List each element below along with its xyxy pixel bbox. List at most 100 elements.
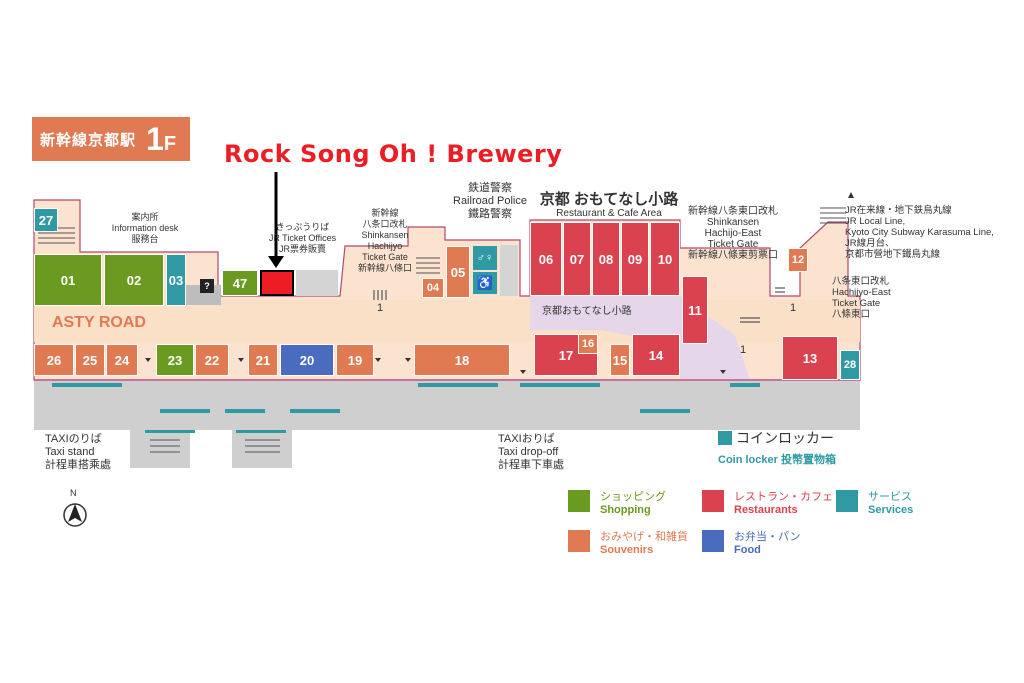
jr-jp: JR在来線・地下鉄烏丸線 [845,205,952,216]
taxi-stand-label: TAXIのりば Taxi stand 計程車搭乘處 [45,433,111,472]
he-en1: Hachijyo-East [832,287,891,298]
shop-27[interactable]: 27 [34,208,58,232]
level-marker-1: 1 [377,302,384,314]
north-needle [68,504,82,522]
ticket-jp2: JR票券販賣 [279,244,326,254]
floor-title-badge: 新幹線京都駅 1F [32,117,190,161]
shop-20[interactable]: 20 [280,344,334,376]
restroom-icon: ♂♀ [473,246,497,270]
shop-26[interactable]: 26 [34,344,74,376]
legend-jp: サービス [868,491,912,503]
info-desk-label: 案内所 Information desk 服務台 [100,212,190,245]
level-marker-3: 1 [790,302,797,314]
shop-06[interactable]: 06 [530,222,562,296]
floor-suffix: F [163,132,177,155]
level-marker-2: 1 [740,344,747,356]
legend-jp: お弁当・パン [734,531,801,543]
taxi2-en: Taxi drop-off [498,446,559,458]
shop-14[interactable]: 14 [632,334,680,376]
shop-08[interactable]: 08 [592,222,620,296]
shop-11[interactable]: 11 [682,276,708,344]
shop-28[interactable]: 28 [840,350,860,380]
hg-en1: Shinkansen [361,230,409,240]
info-icon: ? [200,279,214,293]
hg-jp2: 八条口改札 [362,219,408,229]
coin-locker-legend: コインロッカー Coin locker 投幣置物箱 [718,428,836,467]
omotenashi-label: 京都 おもてなし小路 Restaurant & Cafe Area [534,191,684,219]
legend-swatch [702,490,724,512]
taxi-lane-left [130,430,190,468]
highlighted-shop[interactable] [260,270,294,296]
police-en: Railroad Police [453,195,527,207]
shop-02[interactable]: 02 [104,254,164,306]
taxi-lane-right [232,430,292,468]
hg-en2: Hachijyo [367,241,403,251]
shop-24[interactable]: 24 [106,344,138,376]
hachijo-east-gate-label: 八条東口改札 Hachijyo-East Ticket Gate 八條東口 [832,276,891,320]
legend-jp: ショッピング [600,491,666,503]
gray-block-1 [296,270,338,296]
legend-swatch [568,490,590,512]
info-jp2: 服務台 [131,234,159,244]
police-jp2: 鐵路警察 [468,208,512,220]
jr-jp2: JR線月台、 [845,238,895,249]
north-label: N [70,488,77,498]
hg-jp3: 新幹線八條口 [357,263,412,273]
shop-23[interactable]: 23 [156,344,194,376]
shop-05[interactable]: 05 [446,246,470,298]
locker-icon [718,431,732,445]
shop-22[interactable]: 22 [195,344,229,376]
eg-jp: 新幹線八条東口改札 [688,206,778,217]
accessible-icon: ♿ [473,272,497,294]
taxi-en: Taxi stand [45,446,95,458]
shop-21[interactable]: 21 [248,344,278,376]
legend-swatch [568,530,590,552]
shop-03[interactable]: 03 [166,254,186,306]
hg-jp: 新幹線 [371,208,399,218]
coin-locker-jp: コインロッカー [736,430,834,446]
omotenashi-en: Restaurant & Cafe Area [556,208,662,219]
legend-swatch [836,490,858,512]
shop-10[interactable]: 10 [650,222,680,296]
taxi-dropoff-label: TAXIおりば Taxi drop-off 計程車下車處 [498,433,564,472]
shop-01[interactable]: 01 [34,254,102,306]
jr-en2: Kyoto City Subway Karasuma Line, [845,227,994,238]
railroad-police-label: 鉄道警察 Railroad Police 鐵路警察 [440,182,540,221]
eg-jp2: 新幹線八條東剪票口 [688,250,778,261]
legend-en: Services [868,504,914,516]
floor-number: 1F [146,121,176,158]
shop-09[interactable]: 09 [621,222,649,296]
jr-en1: JR Local Line, [845,216,906,227]
legend-en: Shopping [600,504,651,516]
coin-locker-en: Coin locker 投幣置物箱 [718,454,836,466]
legend-jp: おみやげ・和雑貨 [600,531,688,543]
floor-num: 1 [146,120,164,157]
shop-47[interactable]: 47 [222,270,258,296]
hg-en3: Ticket Gate [362,252,408,262]
eg-en2: Hachijo-East [704,228,762,239]
shop-16[interactable]: 16 [578,334,598,354]
shop-19[interactable]: 19 [336,344,374,376]
taxi2-jp: TAXIおりば [498,433,555,445]
legend-en: Food [734,544,761,556]
ticket-office-label: きっぷうりば JR Ticket Offices JR票券販賣 [265,222,340,255]
he-jp2: 八條東口 [832,309,871,320]
shop-18[interactable]: 18 [414,344,510,376]
east-gate-label: 新幹線八条東口改札 Shinkansen Hachijo-East Ticket… [678,206,788,261]
shop-13[interactable]: 13 [782,336,838,380]
shop-12[interactable]: 12 [788,248,808,272]
shop-04[interactable]: 04 [422,278,444,298]
jr-jp3: 京都市營地下鐵烏丸線 [845,249,941,260]
asty-road-band [34,300,860,342]
shop-25[interactable]: 25 [75,344,105,376]
shop-15[interactable]: 15 [610,344,630,376]
callout-arrowhead [268,256,284,268]
taxi-jp: TAXIのりば [45,433,102,445]
shop-07[interactable]: 07 [563,222,591,296]
shop-17[interactable]: 17 [534,334,598,376]
station-name: 新幹線京都駅 [40,130,137,149]
info-jp1: 案内所 [131,212,159,222]
he-en2: Ticket Gate [832,298,881,309]
